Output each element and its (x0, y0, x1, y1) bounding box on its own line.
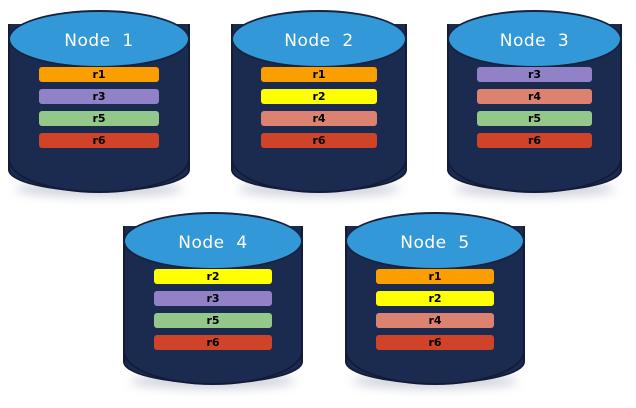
replica-bar[interactable]: r4 (260, 111, 378, 126)
replica-label: r3 (527, 68, 542, 81)
replica-label: r6 (527, 134, 542, 147)
cylinder-top-ellipse: Node 5 (345, 212, 525, 270)
replica-bar[interactable]: r6 (260, 133, 378, 148)
replica-bar[interactable]: r6 (476, 133, 593, 148)
cylinder-top-ellipse: Node 1 (8, 10, 190, 68)
replica-label: r4 (527, 90, 542, 103)
replica-label: r3 (92, 90, 106, 103)
node-label: Node 4 (178, 232, 248, 253)
replica-label: r2 (206, 270, 220, 283)
replica-bar[interactable]: r5 (153, 313, 273, 328)
database-node-cylinder[interactable]: Node 4 r2 r3 r5 r6 (123, 212, 303, 389)
replica-bar[interactable]: r4 (375, 313, 495, 328)
replica-label: r4 (312, 112, 326, 125)
replica-label: r5 (92, 112, 106, 125)
replica-label: r1 (428, 270, 442, 283)
replica-label: r6 (206, 336, 220, 349)
replica-bar[interactable]: r3 (38, 89, 160, 104)
node-label: Node 1 (64, 30, 134, 51)
replica-label: r1 (312, 68, 326, 81)
replica-list: r1 r3 r5 r6 (38, 67, 160, 148)
replica-bar[interactable]: r4 (476, 89, 593, 104)
node-label: Node 3 (499, 30, 570, 51)
replica-list: r1 r2 r4 r6 (375, 269, 495, 350)
cylinder-top-ellipse: Node 2 (231, 10, 407, 68)
node-label: Node 5 (400, 232, 470, 253)
replica-label: r6 (428, 336, 442, 349)
database-node-cylinder[interactable]: Node 2 r1 r2 r4 r6 (231, 10, 407, 197)
node-label: Node 2 (284, 30, 354, 51)
cylinder-top-ellipse: Node 4 (123, 212, 303, 270)
replica-bar[interactable]: r5 (38, 111, 160, 126)
database-node-cylinder[interactable]: Node 3 r3 r4 r5 r6 (447, 10, 622, 197)
replica-list: r2 r3 r5 r6 (153, 269, 273, 350)
replica-bar[interactable]: r3 (153, 291, 273, 306)
replica-label: r5 (527, 112, 542, 125)
cylinder-top-ellipse: Node 3 (447, 10, 622, 68)
replica-bar[interactable]: r6 (375, 335, 495, 350)
replica-bar[interactable]: r2 (375, 291, 495, 306)
database-node-cylinder[interactable]: Node 5 r1 r2 r4 r6 (345, 212, 525, 389)
replica-bar[interactable]: r1 (38, 67, 160, 82)
replica-bar[interactable]: r1 (260, 67, 378, 82)
replica-bar[interactable]: r6 (38, 133, 160, 148)
replica-bar[interactable]: r3 (476, 67, 593, 82)
replica-bar[interactable]: r2 (153, 269, 273, 284)
replica-bar[interactable]: r1 (375, 269, 495, 284)
replica-bar[interactable]: r5 (476, 111, 593, 126)
database-node-cylinder[interactable]: Node 1 r1 r3 r5 r6 (8, 10, 190, 197)
replica-bar[interactable]: r6 (153, 335, 273, 350)
replica-label: r6 (92, 134, 106, 147)
replica-label: r6 (312, 134, 326, 147)
replica-list: r3 r4 r5 r6 (476, 67, 593, 148)
replica-label: r2 (312, 90, 326, 103)
replica-label: r3 (206, 292, 220, 305)
replica-bar[interactable]: r2 (260, 89, 378, 104)
replica-label: r4 (428, 314, 442, 327)
replica-label: r5 (206, 314, 220, 327)
replica-list: r1 r2 r4 r6 (260, 67, 378, 148)
replica-label: r2 (428, 292, 442, 305)
replica-label: r1 (92, 68, 106, 81)
